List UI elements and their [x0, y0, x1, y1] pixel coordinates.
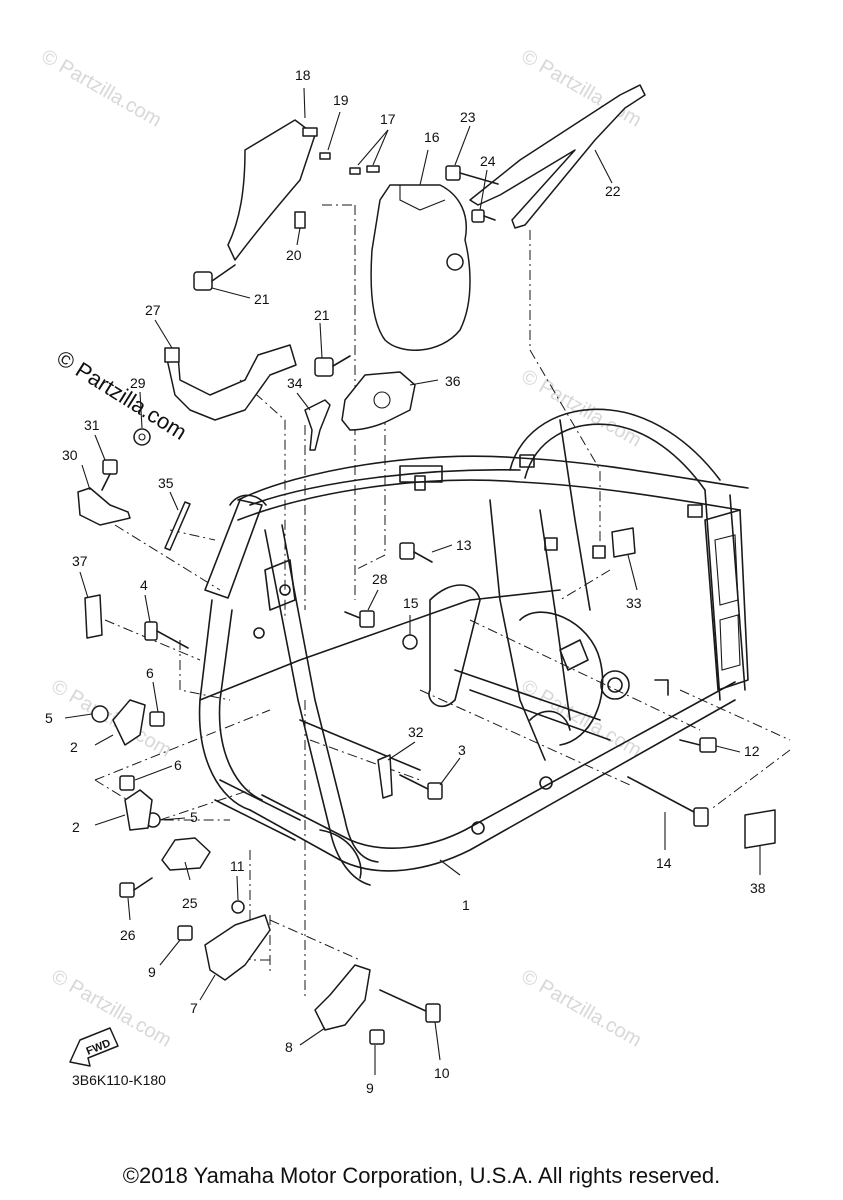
callout-26: 26: [120, 927, 136, 943]
callout-4: 4: [140, 577, 148, 593]
callout-3: 3: [458, 742, 466, 758]
callout-30: 30: [62, 447, 78, 463]
callout-34: 34: [287, 375, 303, 391]
callout-22: 22: [605, 183, 621, 199]
callout-24: 24: [480, 153, 496, 169]
callout-7: 7: [190, 1000, 198, 1016]
callout-5: 5: [190, 809, 198, 825]
callout-37: 37: [72, 553, 88, 569]
watermark: © Partzilla.com: [38, 45, 166, 131]
callout-11: 11: [230, 858, 245, 874]
callout-1: 1: [462, 897, 470, 913]
watermark: © Partzilla.com: [518, 675, 646, 761]
callout-38: 38: [750, 880, 766, 896]
callout-21: 21: [254, 291, 270, 307]
copyright-notice: ©2018 Yamaha Motor Corporation, U.S.A. A…: [122, 1163, 721, 1188]
callout-19: 19: [333, 92, 349, 108]
callout-28: 28: [372, 571, 388, 587]
callout-9: 9: [366, 1080, 374, 1096]
callout-29: 29: [130, 375, 146, 391]
watermark: © Partzilla.com: [518, 965, 646, 1051]
callout-32: 32: [408, 724, 424, 740]
callout-21: 21: [314, 307, 330, 323]
callout-33: 33: [626, 595, 642, 611]
callout-6: 6: [146, 665, 154, 681]
callout-8: 8: [285, 1039, 293, 1055]
part-code: 3B6K110-K180: [72, 1072, 166, 1088]
callout-10: 10: [434, 1065, 450, 1081]
callout-27: 27: [145, 302, 161, 318]
callout-13: 13: [456, 537, 472, 553]
callout-leaders: [64, 87, 761, 1075]
callout-17: 17: [380, 111, 396, 127]
fwd-arrow-icon: [69, 1027, 119, 1067]
callout-12: 12: [744, 743, 760, 759]
callout-5: 5: [45, 710, 53, 726]
callout-15: 15: [403, 595, 419, 611]
callout-9: 9: [148, 964, 156, 980]
callout-2: 2: [70, 739, 78, 755]
leader-lines: [94, 204, 791, 1000]
callout-14: 14: [656, 855, 672, 871]
callout-25: 25: [182, 895, 198, 911]
callout-16: 16: [424, 129, 440, 145]
callout-20: 20: [286, 247, 302, 263]
callout-23: 23: [460, 109, 476, 125]
callout-35: 35: [158, 475, 174, 491]
callout-6: 6: [174, 757, 182, 773]
watermark: © Partzilla.com: [518, 45, 646, 131]
callout-31: 31: [84, 417, 100, 433]
callout-18: 18: [295, 67, 311, 83]
components: FWD: [69, 84, 776, 1067]
callout-2: 2: [72, 819, 80, 835]
callout-36: 36: [445, 373, 461, 389]
callout-numbers: 1 2 2 3 4 5 5 6 6 7 8 9 9 10 11 12 13 14…: [45, 67, 766, 1096]
main-frame: [198, 408, 749, 886]
